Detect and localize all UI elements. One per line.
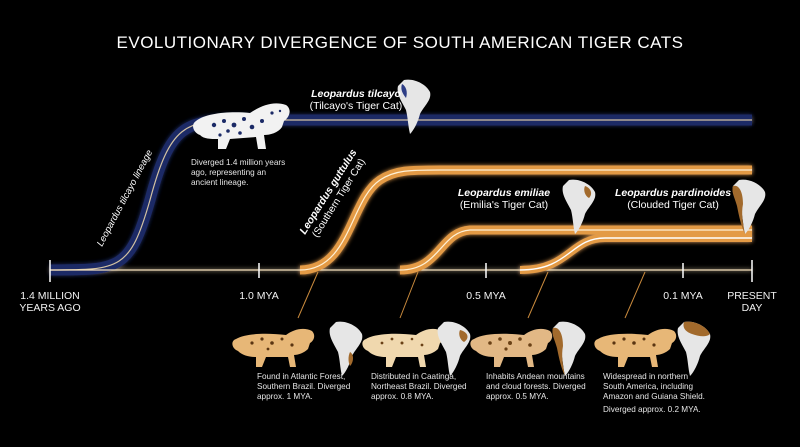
cat-illustration-tigrinus [594, 328, 677, 367]
pardinoides-scientific: Leopardus pardinoides [614, 187, 732, 199]
tick-label-1-0-mya: 1.0 MYA [239, 290, 279, 302]
south-america-map-icon [437, 321, 471, 376]
note-emiliae: Distributed in Caatinga, Northeast Brazi… [371, 372, 467, 401]
south-america-map-icon [397, 79, 766, 234]
tilcayo-common: (Tilcayo's Tiger Cat) [309, 100, 403, 112]
tilcayo-scientific: Leopardus tilcayo [311, 88, 401, 100]
south-america-map-icon [677, 321, 711, 376]
cat-illustration-guttulus [232, 328, 315, 367]
south-america-map-icon [552, 321, 586, 376]
note-tigrinus: Widespread in northern South America, in… [603, 372, 705, 401]
tick-label-present-day: PRESENT DAY [727, 290, 777, 314]
page-title: EVOLUTIONARY DIVERGENCE OF SOUTH AMERICA… [116, 33, 684, 52]
cat-illustration-pardinoides [470, 328, 553, 367]
connector-lines [297, 271, 646, 319]
species-label-pardinoides: Leopardus pardinoides (Clouded Tiger Cat… [612, 187, 734, 211]
cat-illustration-tilcayo [193, 103, 290, 149]
species-label-tilcayo: Leopardus tilcayo (Tilcayo's Tiger Cat) [306, 88, 406, 112]
emiliae-common: (Emilia's Tiger Cat) [459, 199, 549, 211]
species-label-guttulus: Leopardus guttulus (Southern Tiger Cat) [297, 147, 367, 240]
pardinoides-common: (Clouded Tiger Cat) [627, 199, 719, 211]
species-label-emiliae: Leopardus emiliae (Emilia's Tiger Cat) [448, 187, 560, 211]
south-america-map-icon [329, 321, 363, 376]
branch-guttulus [299, 165, 752, 275]
note-tigrinus-diverged: Diverged approx. 0.2 MYA. [603, 405, 701, 414]
tick-label-0-5-mya: 0.5 MYA [466, 290, 506, 302]
time-axis [49, 260, 753, 282]
tick-label-0-1-mya: 0.1 MYA [663, 290, 703, 302]
note-tilcayo: Diverged 1.4 million years ago, represen… [191, 158, 286, 187]
note-guttulus: Found in Atlantic Forest, Southern Brazi… [257, 372, 351, 401]
note-pardinoides: Inhabits Andean mountains and cloud fore… [486, 372, 586, 401]
cat-illustration-emiliae [362, 328, 445, 367]
tick-label-1-4-mya: 1.4 MILLION YEARS AGO [19, 290, 81, 314]
emiliae-scientific: Leopardus emiliae [457, 187, 551, 199]
